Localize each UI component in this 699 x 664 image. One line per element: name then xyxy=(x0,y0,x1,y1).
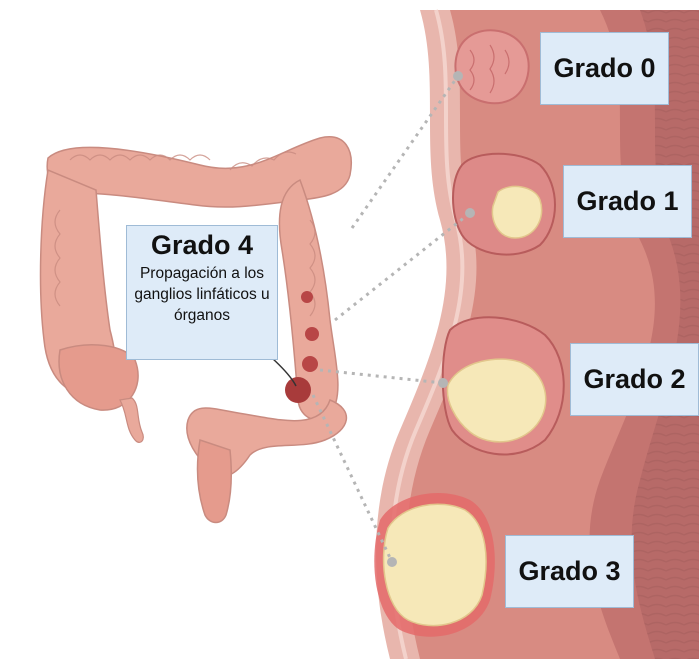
grade3-label: Grado 3 xyxy=(505,535,634,608)
tumor-grade1 xyxy=(453,154,555,255)
grade4-title: Grado 4 xyxy=(127,230,277,261)
grade4-description: Propagación a los ganglios linfáticos u … xyxy=(127,263,277,326)
tumor-grade2 xyxy=(443,317,564,454)
grade2-label: Grado 2 xyxy=(570,343,699,416)
primary-tumor-spot xyxy=(285,377,311,403)
rectum xyxy=(198,440,232,523)
appendix xyxy=(120,398,143,442)
grade0-label: Grado 0 xyxy=(540,32,669,105)
metastasis-spot-3 xyxy=(302,356,318,372)
tumor-grade0 xyxy=(455,30,528,103)
metastasis-spot-2 xyxy=(305,327,319,341)
grade1-label: Grado 1 xyxy=(563,165,692,238)
metastasis-spot-1 xyxy=(301,291,313,303)
grade4-label-box: Grado 4 Propagación a los ganglios linfá… xyxy=(126,225,278,360)
